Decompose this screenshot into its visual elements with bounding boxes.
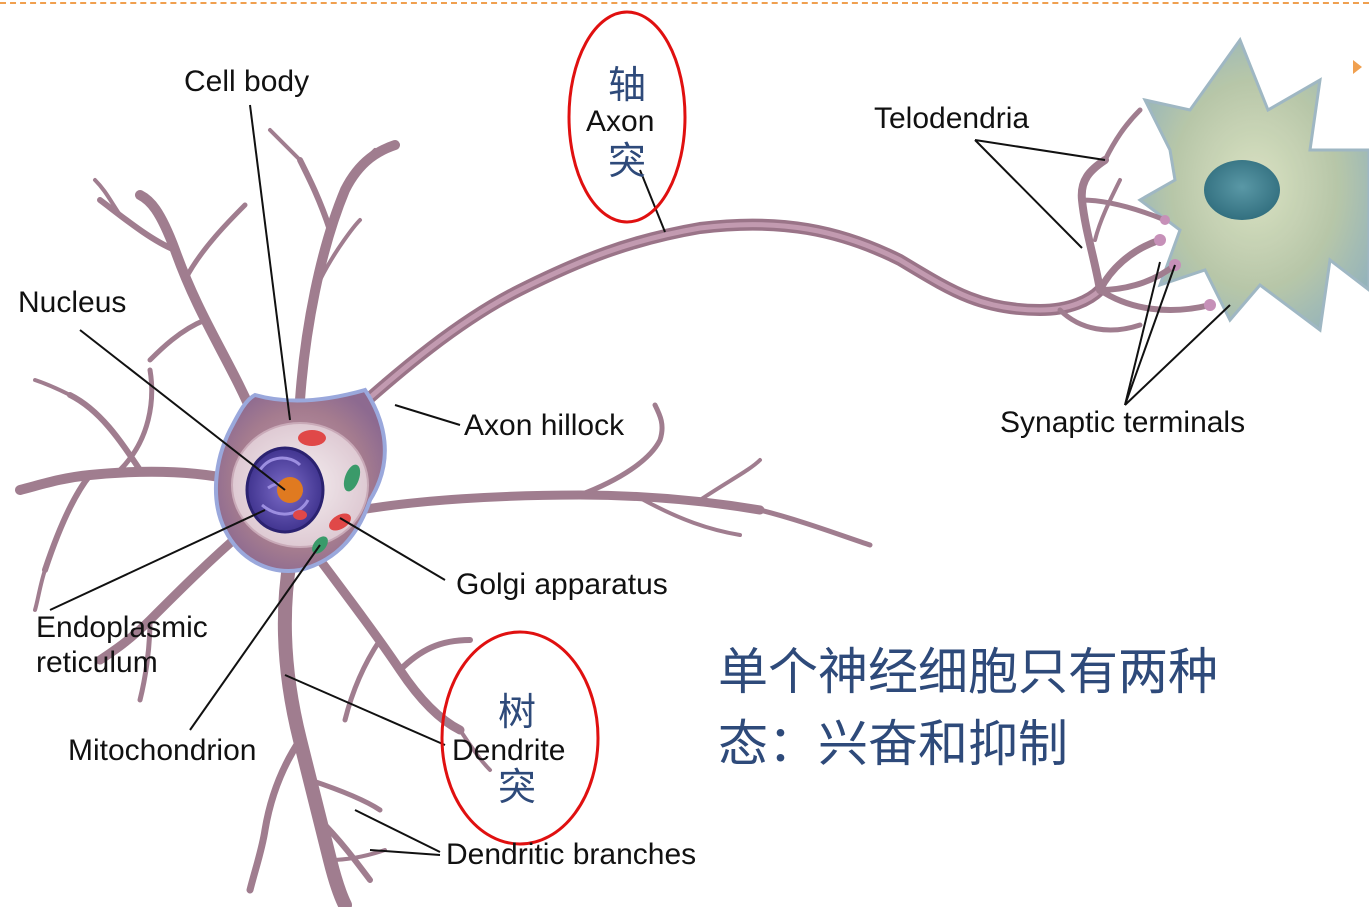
label-axon-hillock: Axon hillock <box>464 409 624 442</box>
label-cell-body: Cell body <box>184 65 309 98</box>
note-line-2: 态：兴奋和抑制 <box>718 710 1068 779</box>
note-line-1: 单个神经细胞只有两种 <box>718 638 1218 707</box>
golgi-shape-1 <box>298 430 326 446</box>
target-cell-nucleus <box>1204 160 1280 220</box>
label-dendritic-branches: Dendritic branches <box>446 838 696 871</box>
soma <box>216 390 385 571</box>
label-synaptic-terminals: Synaptic terminals <box>1000 406 1245 439</box>
label-endoplasmic-line1: Endoplasmic <box>36 611 208 644</box>
axon <box>345 225 1100 420</box>
target-cell <box>1140 40 1369 330</box>
label-axon: Axon <box>586 105 654 138</box>
nucleolus-shape <box>277 477 303 503</box>
label-nucleus: Nucleus <box>18 286 126 319</box>
label-dendrite: Dendrite <box>452 734 565 767</box>
golgi-shape-3 <box>293 510 307 520</box>
dendrite-cn-char-2: 突 <box>498 768 536 806</box>
axon-cn-char-2: 突 <box>608 142 646 180</box>
label-mitochondrion: Mitochondrion <box>68 734 256 767</box>
dendrite-cn-char-1: 树 <box>498 693 536 731</box>
label-golgi-apparatus: Golgi apparatus <box>456 568 668 601</box>
label-telodendria: Telodendria <box>874 102 1029 135</box>
dendrite-branches <box>20 130 870 905</box>
label-endoplasmic-line2: reticulum <box>36 646 158 679</box>
axon-cn-char-1: 轴 <box>608 66 646 104</box>
